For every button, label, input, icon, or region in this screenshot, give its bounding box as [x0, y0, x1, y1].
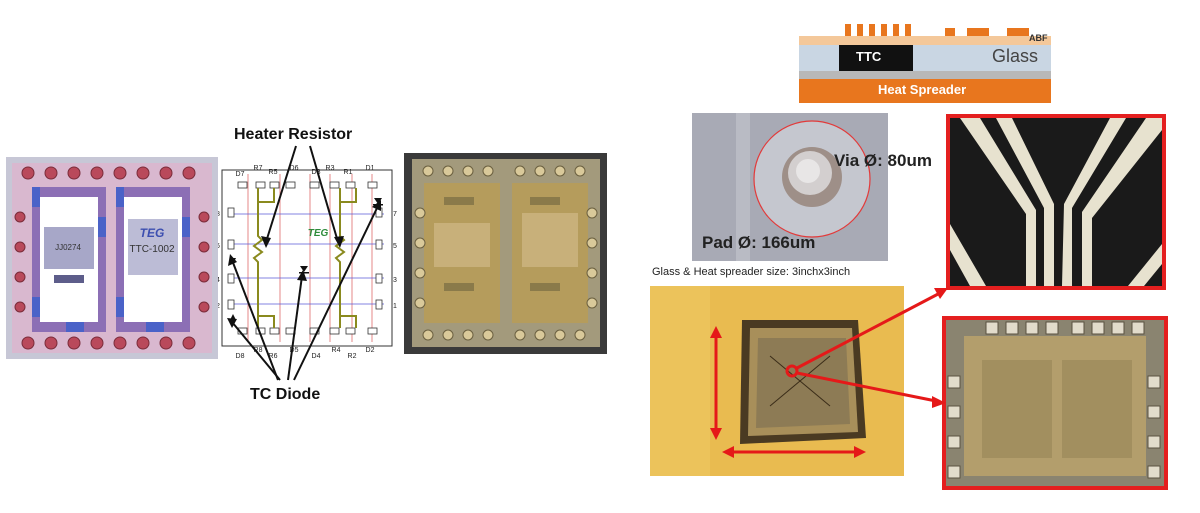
schematic-bottom-label: D4	[312, 353, 321, 360]
schematic-bottom-label: D5	[290, 347, 299, 354]
schematic-top-label: R5	[269, 169, 278, 176]
schematic-top-label: R3	[326, 165, 335, 172]
tc-diode-label: TC Diode	[250, 386, 321, 403]
schematic-top-label: D6	[290, 165, 299, 172]
schematic-top-label: D3	[312, 169, 321, 176]
schematic-right-number: 5	[393, 243, 397, 250]
schematic-left-number: 2	[218, 303, 220, 310]
schematic-bottom-label: D2	[366, 347, 375, 354]
schematic-diagram: TEG D7 R7 R5 D6 D3 R3 R1 D1 D8 R8 R6 D5 …	[216, 118, 398, 408]
chip-part-text: TTC-1002	[129, 244, 174, 255]
trace-zoom-photo	[946, 114, 1166, 290]
size-caption: Glass & Heat spreader size: 3inchx3inch	[652, 266, 851, 278]
schematic-logo-text: TEG	[308, 228, 329, 239]
schematic-bottom-label: R8	[254, 347, 263, 354]
pad-zoom-photo	[942, 316, 1168, 490]
package-photo	[650, 286, 904, 476]
ttc-label: TTC	[856, 49, 882, 64]
pad-diameter-label: Pad Ø: 166um	[702, 233, 816, 252]
schematic-top-label: R7	[254, 165, 263, 172]
schematic-bottom-label: R2	[348, 353, 357, 360]
schematic-right-number: 3	[393, 277, 397, 284]
cross-section-diagram	[795, 24, 1055, 106]
schematic-top-label: R1	[344, 169, 353, 176]
chip-layout-image: TEG TTC-1002 JJ0274	[6, 157, 218, 359]
via-diameter-label: Via Ø: 80um	[834, 151, 932, 170]
abf-label: ABF	[1029, 33, 1048, 43]
glass-label: Glass	[992, 46, 1039, 66]
schematic-left-number: 4	[218, 277, 220, 284]
schematic-bottom-label: R6	[269, 353, 278, 360]
chip-id-text: JJ0274	[55, 243, 81, 252]
schematic-top-label: D1	[366, 165, 375, 172]
schematic-right-number: 7	[393, 211, 397, 218]
schematic-top-label: D7	[236, 171, 245, 178]
schematic-left-number: 8	[218, 211, 220, 218]
chip-logo-text: TEG	[140, 226, 165, 240]
schematic-right-number: 1	[393, 303, 397, 310]
via-photo	[692, 113, 888, 261]
fabricated-chip-photo	[404, 153, 607, 354]
heater-resistor-label: Heater Resistor	[234, 126, 353, 143]
schematic-bottom-label: R4	[332, 347, 341, 354]
schematic-left-number: 6	[218, 243, 220, 250]
heat-spreader-label: Heat Spreader	[878, 82, 967, 97]
schematic-bottom-label: D8	[236, 353, 245, 360]
